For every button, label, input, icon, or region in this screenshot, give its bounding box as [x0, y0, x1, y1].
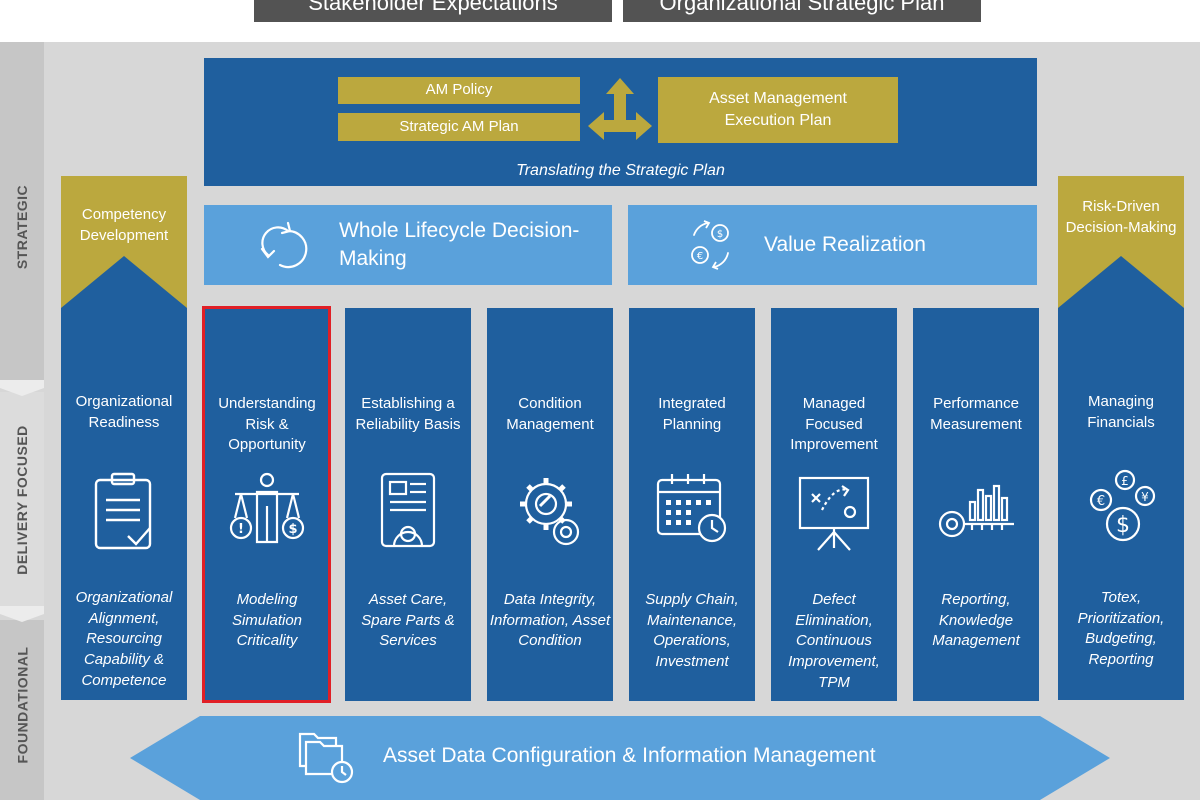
balance-person-icon: ! $: [229, 472, 305, 544]
column-subtitle: Data Integrity, Information, Asset Condi…: [489, 591, 611, 650]
column-title: Integrated Planning: [658, 395, 726, 433]
stakeholder-expectations-box: Stakeholder Expectations: [254, 0, 612, 22]
gears-icon: [520, 478, 580, 546]
folders-clock-icon: [298, 732, 354, 784]
svg-text:!: !: [238, 522, 244, 537]
column-title: Managed Focused Improvement: [790, 395, 878, 454]
document-gear-icon: [380, 472, 436, 548]
strategic-label: STRATEGIC: [14, 184, 31, 270]
column-risk-opportunity: Understanding Risk & Opportunity ! $ Mod…: [204, 308, 330, 701]
delivery-band: DELIVERY FOCUSED: [0, 392, 44, 608]
svg-text:$: $: [717, 229, 723, 240]
value-realization-box: $ € Value Realization: [628, 205, 1037, 285]
am-policy-label: AM Policy: [425, 81, 493, 99]
asset-data-arrow: [130, 716, 1110, 800]
column-subtitle: Supply Chain, Maintenance, Operations, I…: [645, 591, 739, 671]
svg-text:$: $: [1116, 513, 1130, 538]
column-performance-measurement: Performance Measurement Reporting, Knowl…: [913, 308, 1039, 701]
value-realization-label: Value Realization: [764, 233, 926, 256]
execution-plan-box: Asset Management Execution Plan: [658, 77, 898, 143]
strategic-band: STRATEGIC: [0, 42, 44, 382]
organizational-strategic-plan-label: Organizational Strategic Plan: [659, 0, 945, 15]
am-policy-box: AM Policy: [338, 77, 580, 104]
lifecycle-label: Whole Lifecycle Decision-Making: [339, 219, 580, 271]
strategic-am-plan-box: Strategic AM Plan: [338, 113, 580, 141]
svg-text:€: €: [1097, 494, 1105, 509]
selection-highlight: [202, 306, 331, 703]
svg-text:¥: ¥: [1141, 490, 1149, 504]
cycle-arrows-icon: [260, 221, 308, 269]
column-focused-improvement: Managed Focused Improvement Defect Elimi…: [771, 308, 897, 701]
organizational-readiness-title: Organizational Readiness: [75, 393, 173, 431]
clipboard-check-icon: [94, 472, 152, 550]
execution-plan-label: Asset Management Execution Plan: [709, 90, 847, 129]
column-subtitle: Asset Care, Spare Parts & Services: [361, 591, 455, 650]
column-title: Condition Management: [506, 395, 594, 433]
column-condition-management: Condition Management Data Integrity, Inf…: [487, 308, 613, 701]
right-side-column: Risk-Driven Decision-Making Managing Fin…: [1058, 176, 1184, 700]
calendar-clock-icon: [656, 474, 727, 543]
strategic-am-plan-label: Strategic AM Plan: [399, 117, 519, 135]
right-gold-cap: [1058, 176, 1184, 308]
translate-caption: Translating the Strategic Plan: [516, 162, 725, 179]
foundational-label: FOUNDATIONAL: [14, 646, 31, 764]
currency-exchange-icon: $ €: [691, 220, 729, 270]
column-integrated-planning: Integrated Planning Supply Chain, Mainte…: [629, 308, 755, 701]
column-title: Performance Measurement: [930, 395, 1022, 433]
column-subtitle: Modeling Simulation Criticality: [231, 591, 303, 650]
svg-text:€: €: [697, 251, 703, 262]
strategic-plan-block: AM Policy Strategic AM Plan Asset Manage…: [204, 58, 1037, 186]
managing-financials-title: Managing Financials: [1087, 393, 1155, 431]
svg-text:£: £: [1121, 474, 1129, 488]
tri-arrow-icon: [588, 78, 652, 140]
column-title: Understanding Risk & Opportunity: [218, 395, 316, 454]
competency-development-label: Competency Development: [79, 206, 169, 244]
managing-financials-subtitle: Totex, Prioritization, Budgeting, Report…: [1077, 589, 1165, 669]
column-reliability-basis: Establishing a Reliability Basis Asset C…: [345, 308, 471, 701]
key-chart-icon: [938, 484, 1014, 538]
foundational-band: FOUNDATIONAL: [0, 620, 44, 800]
risk-driven-label: Risk-Driven Decision-Making: [1065, 198, 1177, 236]
column-title: Establishing a Reliability Basis: [355, 395, 461, 433]
lifecycle-box: Whole Lifecycle Decision-Making: [204, 205, 612, 285]
organizational-strategic-plan-box: Organizational Strategic Plan: [623, 0, 981, 22]
organizational-readiness-subtitle: Organizational Alignment, Resourcing Cap…: [75, 589, 173, 689]
band-separator-2: [0, 606, 44, 622]
strategy-board-icon: [798, 476, 870, 551]
left-side-column: Competency Development Organizational Re…: [61, 176, 187, 700]
currency-coins-icon: £ ¥ € $: [1089, 469, 1156, 542]
stakeholder-expectations-label: Stakeholder Expectations: [308, 0, 558, 15]
band-separator-1: [0, 380, 44, 396]
asset-data-label: Asset Data Configuration & Information M…: [383, 744, 876, 767]
column-subtitle: Defect Elimination, Continuous Improveme…: [788, 591, 880, 691]
svg-text:$: $: [288, 522, 297, 537]
left-gold-cap: [61, 176, 187, 308]
delivery-focused-label: DELIVERY FOCUSED: [14, 425, 30, 575]
column-subtitle: Reporting, Knowledge Management: [932, 591, 1020, 650]
